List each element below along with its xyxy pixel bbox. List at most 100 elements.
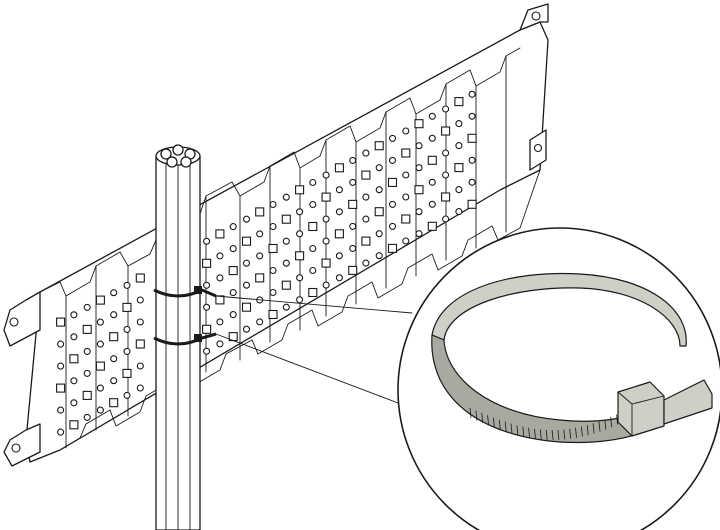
plate-round-hole <box>468 156 476 164</box>
plate-tab-hole <box>533 143 543 153</box>
plate-square-hole <box>414 185 424 195</box>
plate-round-hole <box>388 134 397 142</box>
tie-serration <box>616 414 618 425</box>
plate-square-hole <box>441 192 451 202</box>
plate-square-hole <box>109 332 119 342</box>
plate-square-hole <box>69 354 79 364</box>
plate-round-hole <box>388 200 397 208</box>
plate-square-hole <box>202 258 212 268</box>
plate-round-hole <box>402 171 410 179</box>
plate-round-hole <box>269 288 277 297</box>
plate-round-hole <box>256 318 264 326</box>
plate-round-hole <box>136 318 144 326</box>
plate-square-hole <box>454 163 464 173</box>
plate-round-hole <box>136 384 144 392</box>
plate-round-hole <box>442 105 450 113</box>
plate-round-hole <box>57 406 65 414</box>
plate-square-hole <box>401 214 411 224</box>
plate-round-hole <box>282 193 290 201</box>
plate-square-hole <box>308 287 318 298</box>
plate-round-hole <box>216 340 224 348</box>
plate-round-hole <box>282 303 290 311</box>
plate-round-hole <box>57 340 65 348</box>
plate-round-hole <box>282 259 290 267</box>
plate-round-hole <box>428 200 436 208</box>
plate-square-hole <box>268 243 278 254</box>
plate-round-hole <box>415 142 423 150</box>
tie-serration <box>569 428 572 439</box>
plate-tab-left-bottom <box>3 423 41 467</box>
plate-round-hole <box>362 193 370 201</box>
cable-ties-installed <box>153 286 217 346</box>
plate-round-hole <box>455 142 463 150</box>
plate-tab-hole <box>531 11 541 21</box>
plate-square-hole <box>82 324 92 334</box>
tie-serration <box>586 425 589 436</box>
plate-square-hole <box>295 185 305 195</box>
plate-round-hole <box>96 340 104 348</box>
plate-round-hole <box>322 237 330 245</box>
plate-round-hole <box>349 156 357 164</box>
tie-serration <box>522 426 525 437</box>
plate-round-hole <box>83 347 91 355</box>
plate-round-hole <box>203 347 211 355</box>
plate-tab-hole <box>9 317 19 327</box>
tie-serration <box>528 427 530 438</box>
plate-round-hole <box>309 244 317 253</box>
plate-round-hole <box>216 252 224 260</box>
plate-round-hole <box>468 112 476 120</box>
plate-round-hole <box>123 391 131 399</box>
plate-square-hole <box>241 302 252 312</box>
plate-square-hole <box>202 324 212 334</box>
plate-round-hole <box>415 230 423 238</box>
plate-square-hole <box>374 207 384 217</box>
plate-round-hole <box>335 186 343 194</box>
plate-round-hole <box>83 413 91 421</box>
tie-serration <box>487 415 489 426</box>
tie-serration <box>610 417 613 428</box>
plate-round-hole <box>428 112 436 120</box>
plate-round-hole <box>455 208 463 216</box>
plate-round-hole <box>375 252 383 260</box>
plate-round-hole <box>269 266 277 275</box>
plate-round-hole <box>375 230 383 238</box>
plate-round-hole <box>136 296 144 304</box>
plate-square-hole <box>295 251 305 261</box>
plate-round-hole <box>256 252 264 260</box>
plate-square-hole <box>427 221 437 231</box>
plate-round-hole <box>362 215 370 223</box>
plate-round-hole <box>402 237 410 245</box>
plate-round-hole <box>110 311 118 319</box>
plate-round-hole <box>388 222 397 230</box>
cable-end <box>160 148 172 160</box>
plate-round-hole <box>216 274 224 282</box>
plate-round-hole <box>428 134 436 142</box>
plate-square-hole <box>268 309 278 320</box>
plate-round-hole <box>349 222 357 230</box>
tie-serration <box>551 429 554 441</box>
tie-serration <box>516 425 519 436</box>
plate-square-hole <box>321 258 331 268</box>
plate-round-hole <box>96 318 104 326</box>
plate-square-hole <box>334 163 344 173</box>
tie-serration <box>563 429 566 440</box>
plate-round-hole <box>322 171 330 179</box>
plate-square-hole <box>427 155 437 165</box>
cable-separation-lines <box>165 159 191 530</box>
plate-round-hole <box>442 215 450 223</box>
plate-square-hole <box>82 390 92 400</box>
plate-square-hole <box>387 177 398 187</box>
plate-round-hole <box>296 274 304 282</box>
plate-square-hole <box>95 361 105 371</box>
plate-round-hole <box>402 127 410 135</box>
plate-round-hole <box>83 369 91 377</box>
plate-round-hole <box>309 200 317 209</box>
plate-square-hole <box>401 148 411 158</box>
plate-round-hole <box>309 178 317 187</box>
plate-round-hole <box>96 406 104 414</box>
plate-round-hole <box>242 281 251 289</box>
plate-round-hole <box>123 281 131 289</box>
detail-callout-leaders <box>215 295 413 407</box>
plate-round-hole <box>269 200 277 209</box>
